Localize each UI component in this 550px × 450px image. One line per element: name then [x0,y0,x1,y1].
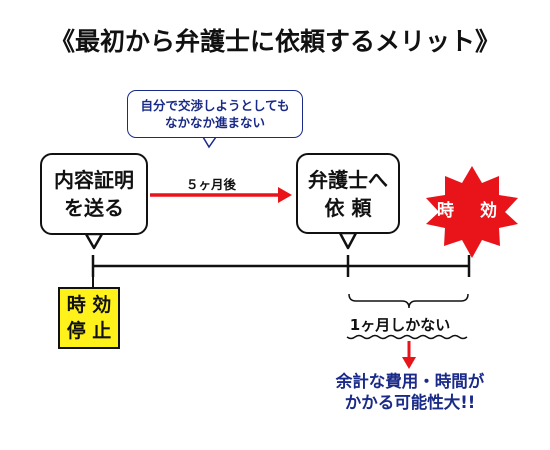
note-bubble: 自分で交渉しようとしても なかなか進まない [127,90,303,138]
warning-text: 余計な費用・時間が かかる可能性大!! [305,371,515,413]
five-month-arrow-head [278,187,292,203]
remaining-period-brace [348,293,469,309]
page-title: 《最初から弁護士に依頼するメリット》 [49,27,500,56]
expiry-burst-label: 時 効 [437,201,507,221]
remaining-period-label: 1ヶ月しかない [349,316,451,334]
five-month-label: ５ヶ月後 [186,177,237,192]
lawyer-request-line2: 依 頼 [324,195,372,220]
note-bubble-line1: 自分で交渉しようとしても [140,98,290,113]
remaining-label-underline [346,334,468,340]
lawyer-request-line1: 弁護士へ [308,167,388,192]
note-bubble-line2: なかなか進まない [164,115,265,130]
suspension-box: 時 効 停 止 [58,287,120,349]
warning-line1: 余計な費用・時間が [335,372,485,391]
lawyer-request-step: 弁護士へ 依 頼 [296,153,400,234]
certified-letter-line1: 内容証明 [54,168,134,192]
warning-arrow-head [402,357,416,369]
suspension-line2: 停 止 [66,320,112,342]
certified-letter-bubble-tail [84,232,104,250]
certified-letter-line2: を送る [64,196,124,220]
warning-line2: かかる可能性大!! [344,393,476,412]
note-bubble-tail [201,136,218,149]
expiry-burst-shape [426,166,518,258]
lawyer-request-bubble-tail [338,231,358,250]
suspension-line1: 時 効 [66,294,112,316]
certified-letter-step: 内容証明 を送る [40,153,148,235]
